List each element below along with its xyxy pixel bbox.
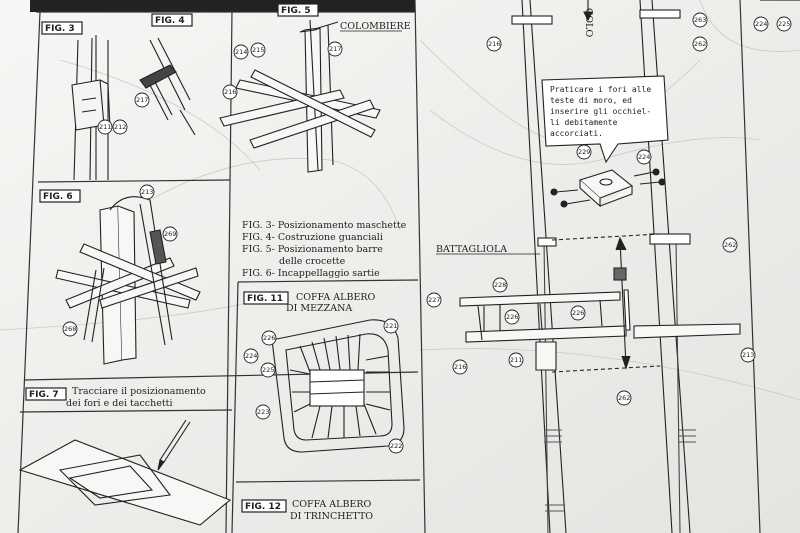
note-bubble: Praticare i fori alle teste di moro, ed … (541, 75, 669, 164)
part-217a: 217 (136, 96, 148, 104)
part-263: 263 (694, 16, 706, 24)
part-216b: 216 (488, 40, 500, 48)
deadeye-detail (550, 168, 666, 208)
part-225b: 225 (778, 20, 790, 28)
fig11-title-1: COFFA ALBERO (296, 292, 376, 303)
panel-borders (17, 0, 800, 533)
fig6-drawing (55, 196, 201, 365)
note-line-1: Praticare i fori alle (550, 85, 651, 94)
part-214: 214 (235, 48, 247, 56)
note-line-2: teste di moro, ed (550, 96, 632, 105)
figure-tags: FIG. 3 FIG. 4 FIG. 5 FIG. 6 FIG. 7 FIG. … (25, 3, 319, 513)
fig7-tag: FIG. 7 (29, 390, 59, 400)
fig4-drawing (139, 37, 196, 136)
note-line-5: accorciati. (550, 129, 603, 138)
part-269: 269 (164, 230, 176, 238)
part-229: 229 (578, 148, 590, 156)
caption-line-3: FIG. 5- Posizionamento barre (242, 244, 383, 255)
fig7-text-1: Tracciare il posizionamento (72, 386, 206, 397)
part-221: 221 (385, 322, 397, 330)
part-222: 222 (390, 442, 402, 450)
fig11-drawing (271, 319, 405, 453)
caption-line-5: FIG. 6- Incappellaggio sartie (242, 268, 380, 279)
fig12-title-1: COFFA ALBERO (292, 499, 372, 510)
part-213a: 213 (141, 188, 153, 196)
fig5-tag: FIG. 5 (281, 6, 311, 16)
fig12-title-2: DI TRINCHETTO (290, 511, 373, 522)
caption-line-2: FIG. 4- Costruzione guanciali (242, 232, 383, 243)
fig3-tag: FIG. 3 (45, 24, 75, 34)
part-215: 215 (252, 46, 264, 54)
part-262a: 262 (694, 40, 706, 48)
part-225a: 225 (262, 366, 274, 374)
part-268: 268 (64, 325, 76, 333)
part-262b: 262 (724, 241, 736, 249)
fig12-tag: FIG. 12 (245, 502, 281, 512)
part-217b: 217 (329, 45, 341, 53)
fig11-tag: FIG. 11 (247, 294, 283, 304)
caption-line-1: FIG. 3- Posizionamento maschette (242, 220, 407, 231)
note-line-3: inserire gli occhiel- (550, 107, 651, 116)
part-226a: 226 (263, 334, 275, 342)
part-227: 227 (428, 296, 440, 304)
top-black-band (30, 0, 415, 12)
part-262c: 262 (618, 394, 630, 402)
battagliola-label: BATTAGLIOLA (436, 244, 507, 255)
platform-drawing (459, 291, 741, 371)
part-224b: 224 (755, 20, 767, 28)
part-bubbles: 211 212 217 214 215 217 216 213 269 268 … (62, 12, 792, 454)
part-211a: 211 (99, 123, 111, 131)
part-213b: 213 (742, 351, 754, 359)
caption-line-4: delle crocette (279, 256, 346, 267)
fig5-drawing (219, 19, 381, 173)
part-216c: 216 (454, 363, 466, 371)
part-223: 223 (257, 408, 269, 416)
note-line-4: li debitamente (550, 118, 618, 127)
dimension-arrow (551, 233, 661, 373)
part-226b: 226 (506, 313, 518, 321)
part-224a: 224 (245, 352, 257, 360)
part-211b: 211 (510, 356, 522, 364)
fig4-tag: FIG. 4 (155, 16, 185, 26)
colombiere-label: COLOMBIERE (340, 21, 411, 32)
fig6-tag: FIG. 6 (43, 192, 73, 202)
fig-captions: FIG. 3- Posizionamento maschette FIG. 4-… (242, 220, 407, 279)
part-216a: 216 (224, 88, 236, 96)
fig7-text-2: dei fori e dei tacchetti (66, 398, 173, 409)
part-224c: 224 (638, 153, 650, 161)
part-212: 212 (114, 123, 126, 131)
fig11-title-2: DI MEZZANA (286, 303, 352, 314)
part-226c: 226 (572, 309, 584, 317)
cola-label: COLO (583, 8, 594, 37)
part-228: 228 (494, 281, 506, 289)
fig7-drawing (18, 419, 232, 526)
